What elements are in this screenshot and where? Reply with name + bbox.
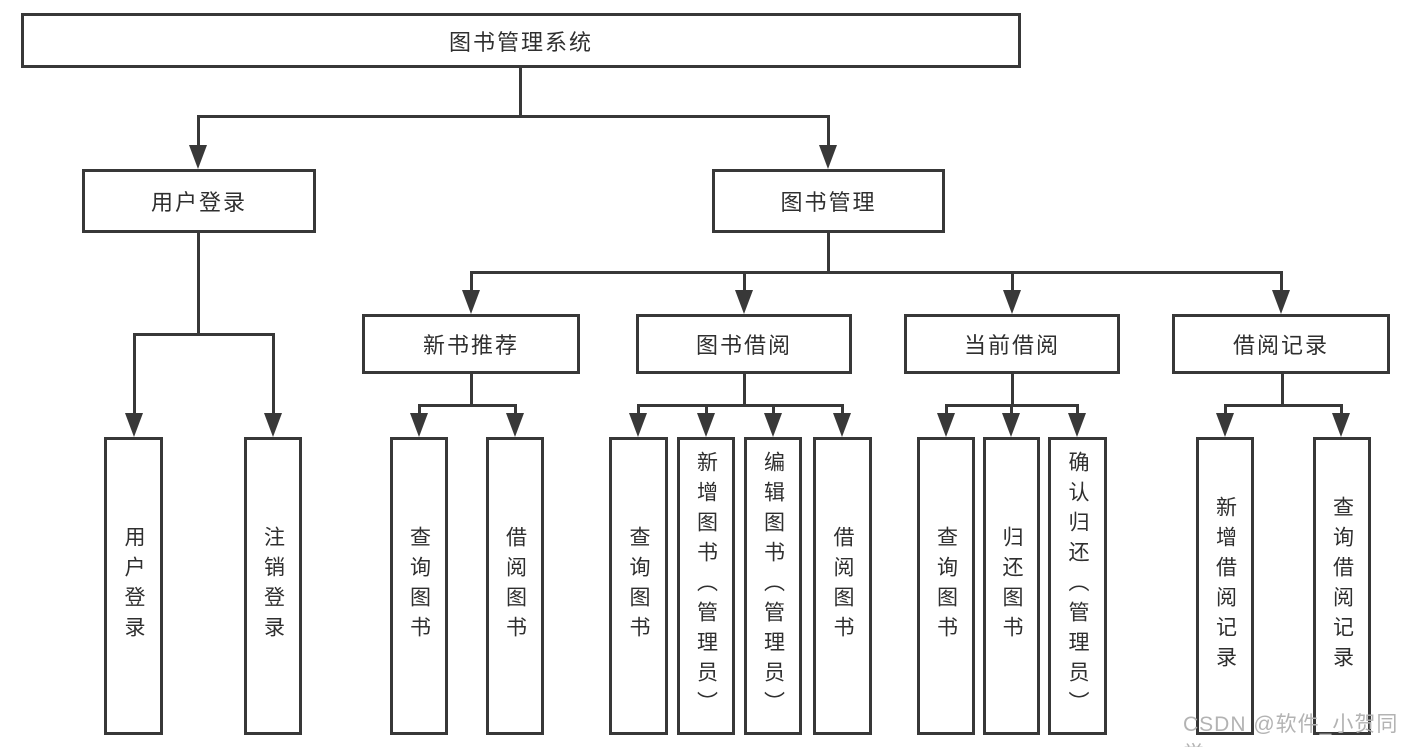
leaf-add-books-admin: 新增图书（管理员）	[677, 437, 735, 735]
leaf-borrow-books: 借阅图书	[813, 437, 872, 735]
node-book-borrow: 图书借阅	[636, 314, 852, 374]
node-borrow-records: 借阅记录	[1172, 314, 1390, 374]
connector-line	[514, 404, 517, 416]
connector-line	[1340, 404, 1343, 416]
connector-arrow	[764, 413, 782, 437]
leaf-query-books-borrow: 查询图书	[609, 437, 668, 735]
connector-line	[841, 404, 844, 416]
connector-line	[1011, 271, 1014, 293]
connector-line	[1010, 404, 1013, 416]
connector-arrow	[462, 290, 480, 314]
connector-arrow	[189, 145, 207, 169]
connector-arrow	[410, 413, 428, 437]
connector-line	[743, 371, 746, 406]
connector-arrow	[506, 413, 524, 437]
connector-arrow	[735, 290, 753, 314]
connector-arrow	[819, 145, 837, 169]
leaf-add-borrow-record: 新增借阅记录	[1196, 437, 1254, 735]
connector-line	[470, 371, 473, 406]
leaf-logout: 注销登录	[244, 437, 302, 735]
connector-line	[470, 271, 1283, 274]
connector-arrow	[937, 413, 955, 437]
connector-arrow	[629, 413, 647, 437]
leaf-user-login: 用户登录	[104, 437, 163, 735]
connector-arrow	[264, 413, 282, 437]
leaf-query-borrow-record: 查询借阅记录	[1313, 437, 1371, 735]
connector-line	[519, 66, 522, 117]
leaf-query-books-recommend: 查询图书	[390, 437, 448, 735]
connector-arrow	[697, 413, 715, 437]
connector-arrow	[1068, 413, 1086, 437]
connector-line	[772, 404, 775, 416]
connector-line	[1224, 404, 1343, 407]
connector-arrow	[833, 413, 851, 437]
connector-line	[1076, 404, 1079, 416]
node-current-borrow: 当前借阅	[904, 314, 1120, 374]
connector-arrow	[1003, 290, 1021, 314]
connector-line	[1011, 371, 1014, 406]
connector-line	[1224, 404, 1227, 416]
node-new-book-recommend: 新书推荐	[362, 314, 580, 374]
connector-line	[1281, 371, 1284, 406]
connector-arrow	[125, 413, 143, 437]
connector-line	[743, 271, 746, 293]
connector-line	[197, 115, 830, 118]
connector-line	[637, 404, 844, 407]
node-book-management: 图书管理	[712, 169, 945, 233]
csdn-watermark: CSDN @软件_小贺同学	[1183, 713, 1399, 747]
connector-line	[197, 115, 200, 147]
node-user-login: 用户登录	[82, 169, 316, 233]
connector-line	[470, 271, 473, 293]
connector-line	[827, 115, 830, 147]
leaf-edit-books-admin: 编辑图书（管理员）	[744, 437, 802, 735]
connector-line	[133, 333, 136, 415]
connector-arrow	[1216, 413, 1234, 437]
leaf-return-books: 归还图书	[983, 437, 1040, 735]
connector-arrow	[1272, 290, 1290, 314]
node-library-system: 图书管理系统	[21, 13, 1021, 68]
connector-line	[705, 404, 708, 416]
connector-line	[418, 404, 421, 416]
leaf-confirm-return-admin: 确认归还（管理员）	[1048, 437, 1107, 735]
leaf-query-books-current: 查询图书	[917, 437, 975, 735]
leaf-borrow-books-recommend: 借阅图书	[486, 437, 544, 735]
connector-line	[827, 232, 830, 273]
connector-line	[1280, 271, 1283, 293]
connector-line	[133, 333, 274, 336]
connector-line	[637, 404, 640, 416]
connector-line	[418, 404, 517, 407]
connector-arrow	[1332, 413, 1350, 437]
connector-line	[945, 404, 948, 416]
connector-arrow	[1002, 413, 1020, 437]
connector-line	[197, 232, 200, 335]
connector-line	[272, 333, 275, 415]
